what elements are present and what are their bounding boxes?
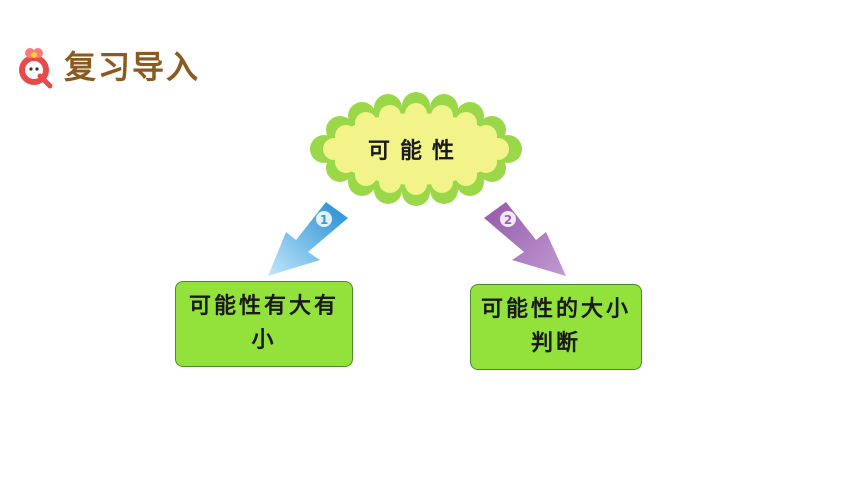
cloud-shape	[310, 92, 522, 206]
arrow-2-number: 2	[504, 213, 512, 227]
arrow-2-shape	[484, 202, 566, 276]
arrow-1-number: 1	[320, 213, 328, 227]
arrow-1-badge	[316, 211, 332, 227]
root-node: 可能性	[308, 92, 524, 206]
branch-box-2: 可能性的大小判断	[470, 284, 642, 370]
branch-label-2: 可能性的大小判断	[480, 297, 631, 356]
page-title: 复习导入	[64, 48, 201, 86]
q-mascot-icon	[19, 48, 53, 89]
branch-label-1: 可能性有大有小	[188, 294, 339, 353]
arrow-2-badge	[500, 211, 516, 227]
branch-box-1: 可能性有大有小	[175, 281, 353, 367]
section-header: 复习导入	[16, 44, 200, 90]
root-label: 可能性	[367, 139, 464, 164]
